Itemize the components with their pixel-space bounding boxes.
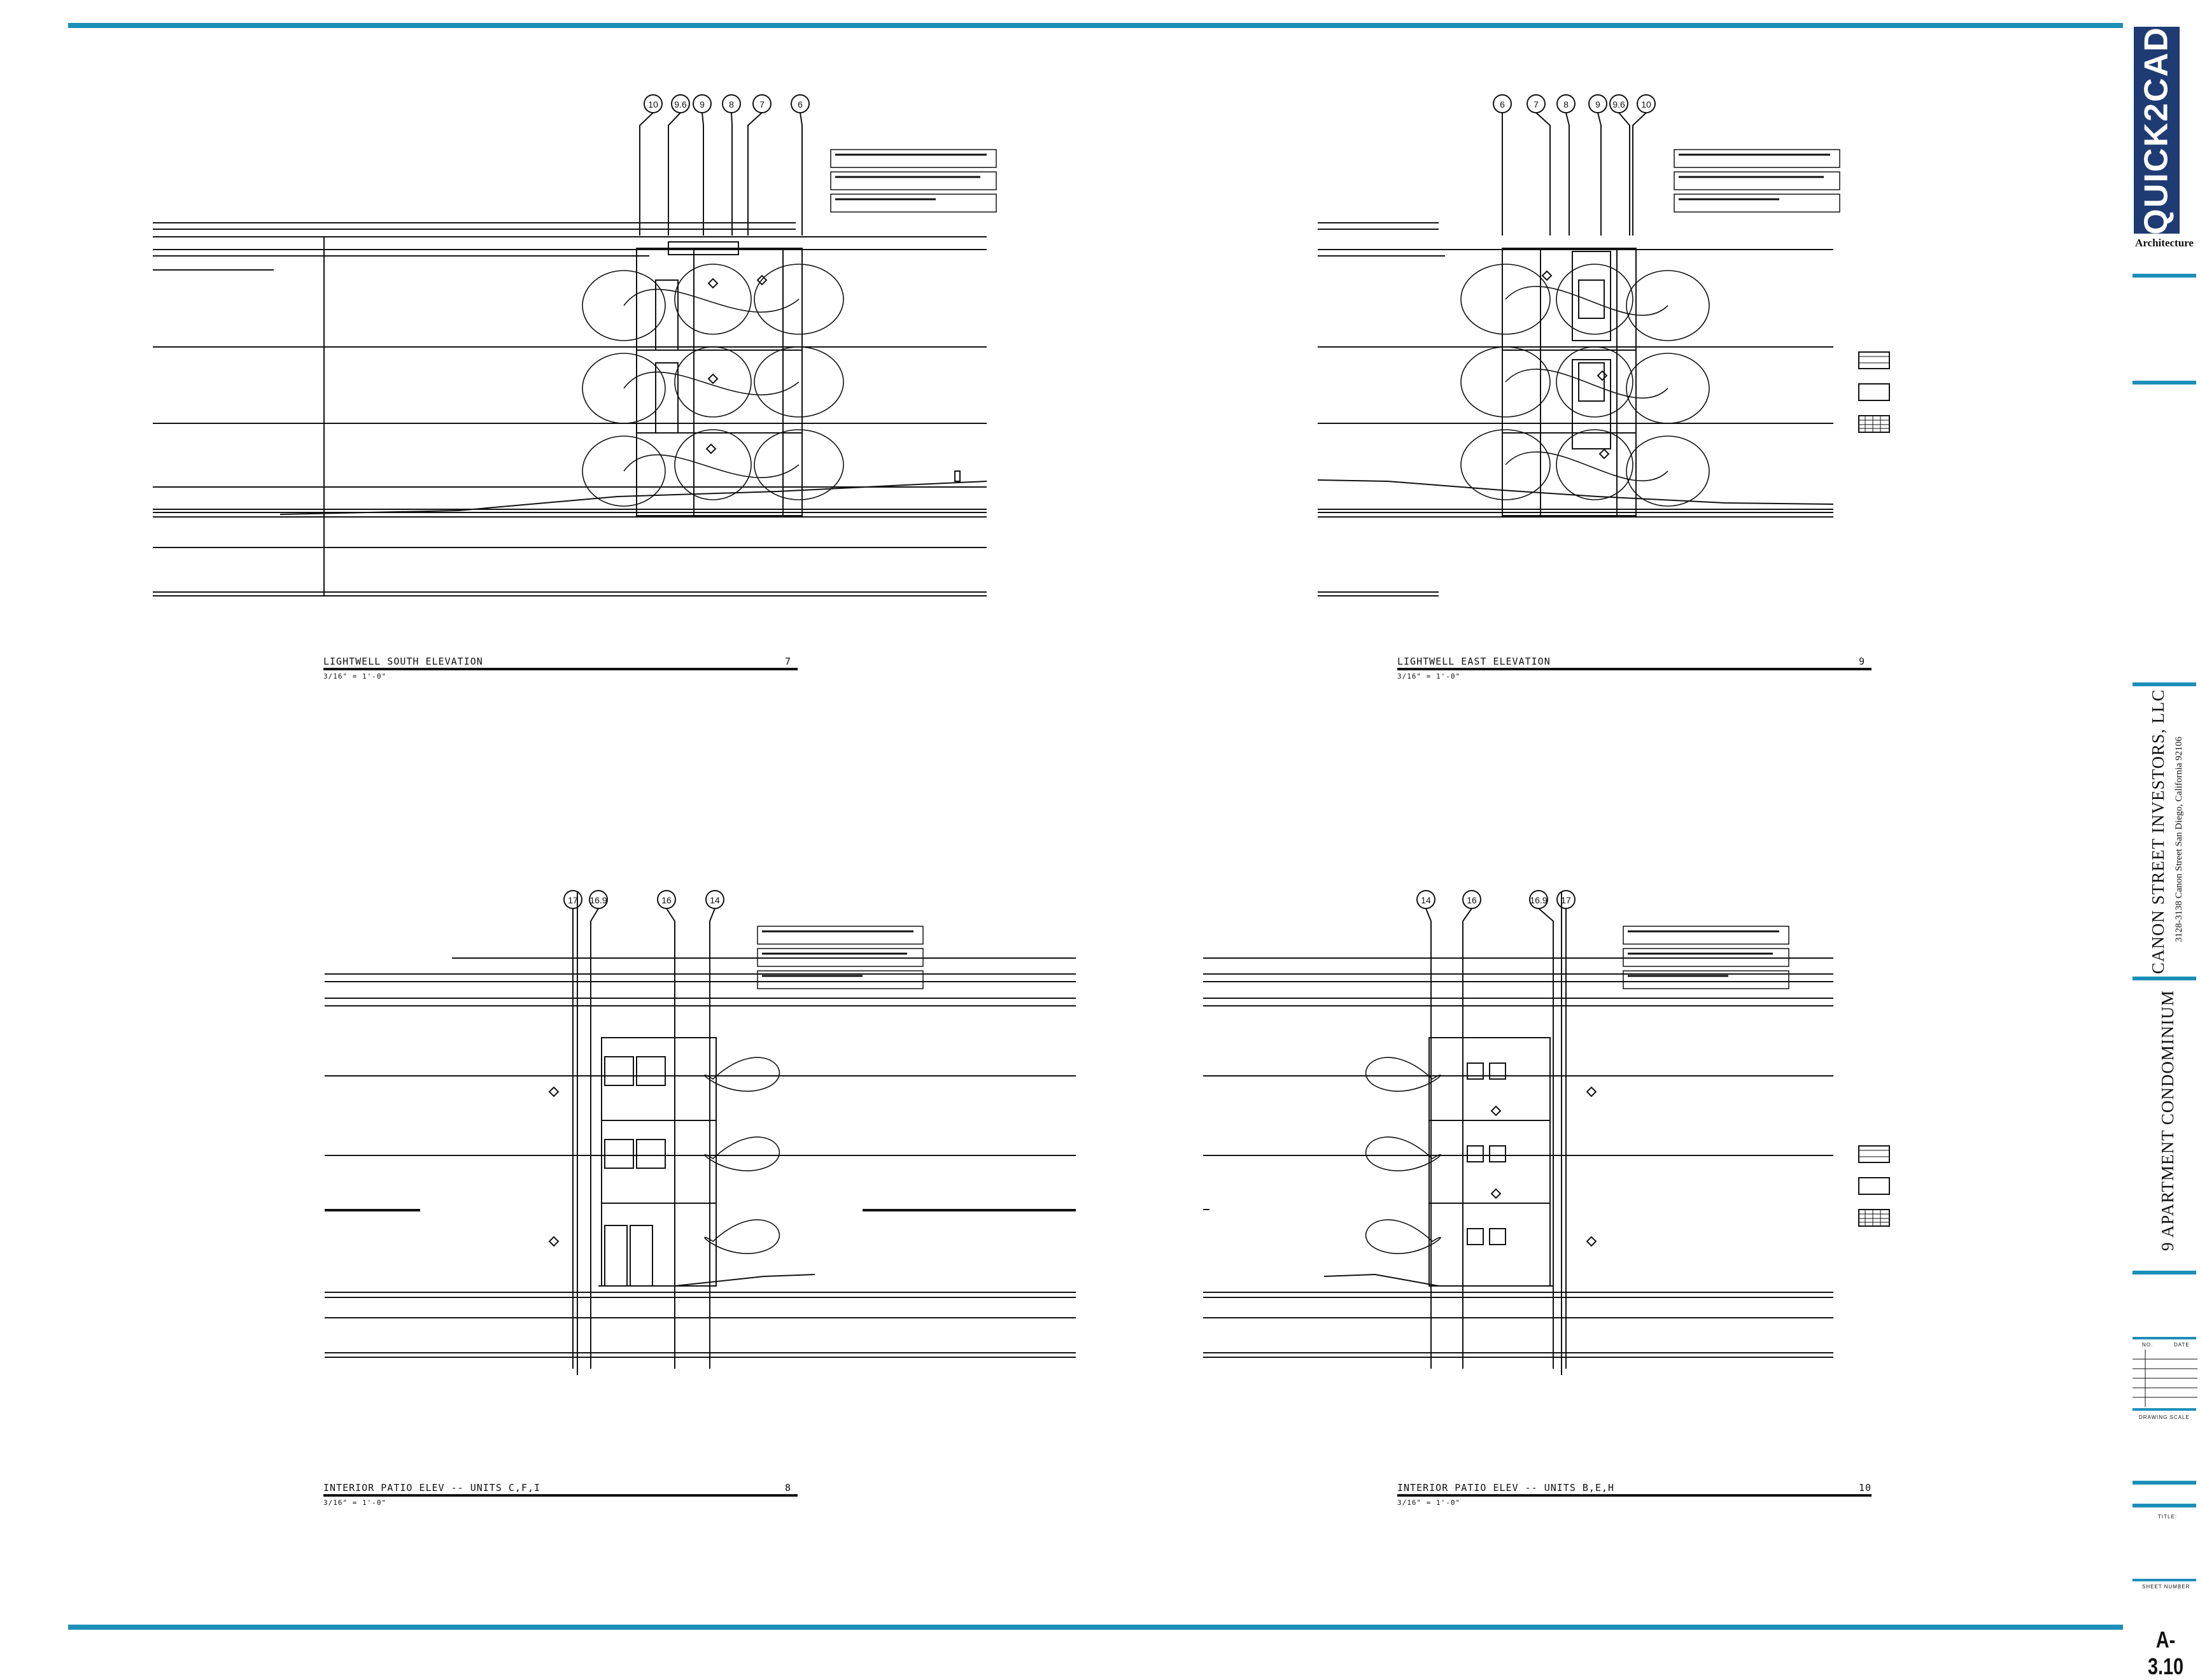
- drawing-title: LIGHTWELL EAST ELEVATION: [1397, 656, 1551, 667]
- grid-bubbles: 6 7 8 9 9.6 10: [1493, 94, 1656, 236]
- revision-header-date: DATE: [2174, 1342, 2190, 1348]
- grid-label: 7: [759, 99, 765, 109]
- title-block-divider: [2133, 381, 2196, 385]
- title-block-divider: [2133, 1504, 2196, 1507]
- grid-label: 10: [1641, 99, 1651, 109]
- title-block-divider: [2133, 1579, 2196, 1581]
- grid-label: 9: [700, 99, 705, 109]
- title-block-divider: [2133, 977, 2196, 980]
- title-label: TITLE:: [2158, 1514, 2178, 1520]
- title-block-divider: [2133, 1337, 2196, 1339]
- drawing-scale: 3/16" = 1'-0": [323, 1499, 387, 1507]
- title-block: QUICK2CAD Architecture CANON STREET INVE…: [2120, 0, 2200, 1679]
- title-block-divider: [2133, 1408, 2196, 1411]
- title-block-divider: [2133, 1481, 2196, 1485]
- sheet-number: A-3.10: [2147, 1627, 2184, 1679]
- drawing-number: 10: [1859, 1482, 1872, 1493]
- grid-label: 9: [1595, 99, 1600, 109]
- revision-header-no: NO.: [2142, 1342, 2154, 1348]
- bottom-border-rule: [68, 1625, 2123, 1630]
- drawing-title-row: INTERIOR PATIO ELEV -- UNITS C,F,I 8 3/1…: [323, 1482, 798, 1507]
- drawing-number: 7: [785, 656, 792, 667]
- grid-label: 9.6: [1612, 99, 1625, 109]
- grid-bubbles: 10 9.6 9 8 7 6: [639, 94, 810, 236]
- grid-label: 16.9: [1530, 895, 1547, 905]
- grid-label: 16: [661, 895, 672, 905]
- logo-text-wrap: QUICK2CAD: [2134, 25, 2180, 235]
- drawing-title-row: LIGHTWELL EAST ELEVATION 9 3/16" = 1'-0": [1397, 656, 1872, 681]
- title-block-divider: [2133, 274, 2196, 278]
- grid-label: 8: [729, 99, 734, 109]
- grid-label: 14: [710, 895, 720, 905]
- drawing-patio-beh: 14 16 16.9 17: [1203, 890, 1890, 1375]
- grid-label: 17: [1561, 895, 1571, 905]
- drawing-title: LIGHTWELL SOUTH ELEVATION: [323, 656, 483, 667]
- logo: [2134, 27, 2180, 234]
- grid-label: 8: [1563, 99, 1569, 109]
- drawing-lightwell-east: 6 7 8 9 9.6 10: [1317, 94, 1890, 596]
- top-border-rule: [68, 23, 2123, 28]
- title-block-divider: [2133, 682, 2196, 686]
- client-address: 3128-3138 Canon Street San Diego, Califo…: [2174, 737, 2184, 942]
- drawing-scale: 3/16" = 1'-0": [1397, 1499, 1461, 1507]
- logo-text: QUICK2CAD: [2138, 25, 2176, 235]
- revision-table: [2133, 1350, 2197, 1407]
- drawing-scale-label: DRAWING SCALE: [2139, 1415, 2190, 1420]
- grid-label: 16: [1467, 895, 1477, 905]
- drawing-number: 9: [1859, 656, 1866, 667]
- client-name: CANON STREET INVESTORS, LLC: [2148, 689, 2168, 974]
- drawing-title: INTERIOR PATIO ELEV -- UNITS C,F,I: [323, 1482, 541, 1493]
- drawing-patio-cfi: 17 16.9 16 14: [325, 890, 1076, 1375]
- title-block-divider: [2133, 1271, 2196, 1274]
- firm-name: Architecture: [2135, 237, 2194, 249]
- grid-bubbles: 14 16 16.9 17: [1416, 890, 1576, 1375]
- drawing-scale: 3/16" = 1'-0": [323, 672, 387, 681]
- grid-label: 14: [1421, 895, 1431, 905]
- drawing-lightwell-south: 10 9.6 9 8 7 6: [153, 94, 997, 596]
- grid-label: 9.6: [674, 99, 687, 109]
- grid-label: 16.9: [589, 895, 607, 905]
- project-name: 9 APARTMENT CONDOMINIUM: [2158, 990, 2177, 1251]
- grid-label: 10: [648, 99, 658, 109]
- drawing-title-row: INTERIOR PATIO ELEV -- UNITS B,E,H 10 3/…: [1397, 1482, 1872, 1507]
- drawing-number: 8: [785, 1482, 792, 1493]
- drawing-scale: 3/16" = 1'-0": [1397, 672, 1461, 681]
- grid-label: 6: [798, 99, 803, 109]
- grid-label: 7: [1534, 99, 1539, 109]
- drawing-title: INTERIOR PATIO ELEV -- UNITS B,E,H: [1397, 1482, 1615, 1493]
- sheet-number-label: SHEET NUMBER: [2142, 1584, 2190, 1590]
- drawing-title-row: LIGHTWELL SOUTH ELEVATION 7 3/16" = 1'-0…: [323, 656, 798, 681]
- grid-bubbles: 17 16.9 16 14: [563, 890, 724, 1375]
- grid-label: 17: [568, 895, 578, 905]
- grid-label: 6: [1500, 99, 1505, 109]
